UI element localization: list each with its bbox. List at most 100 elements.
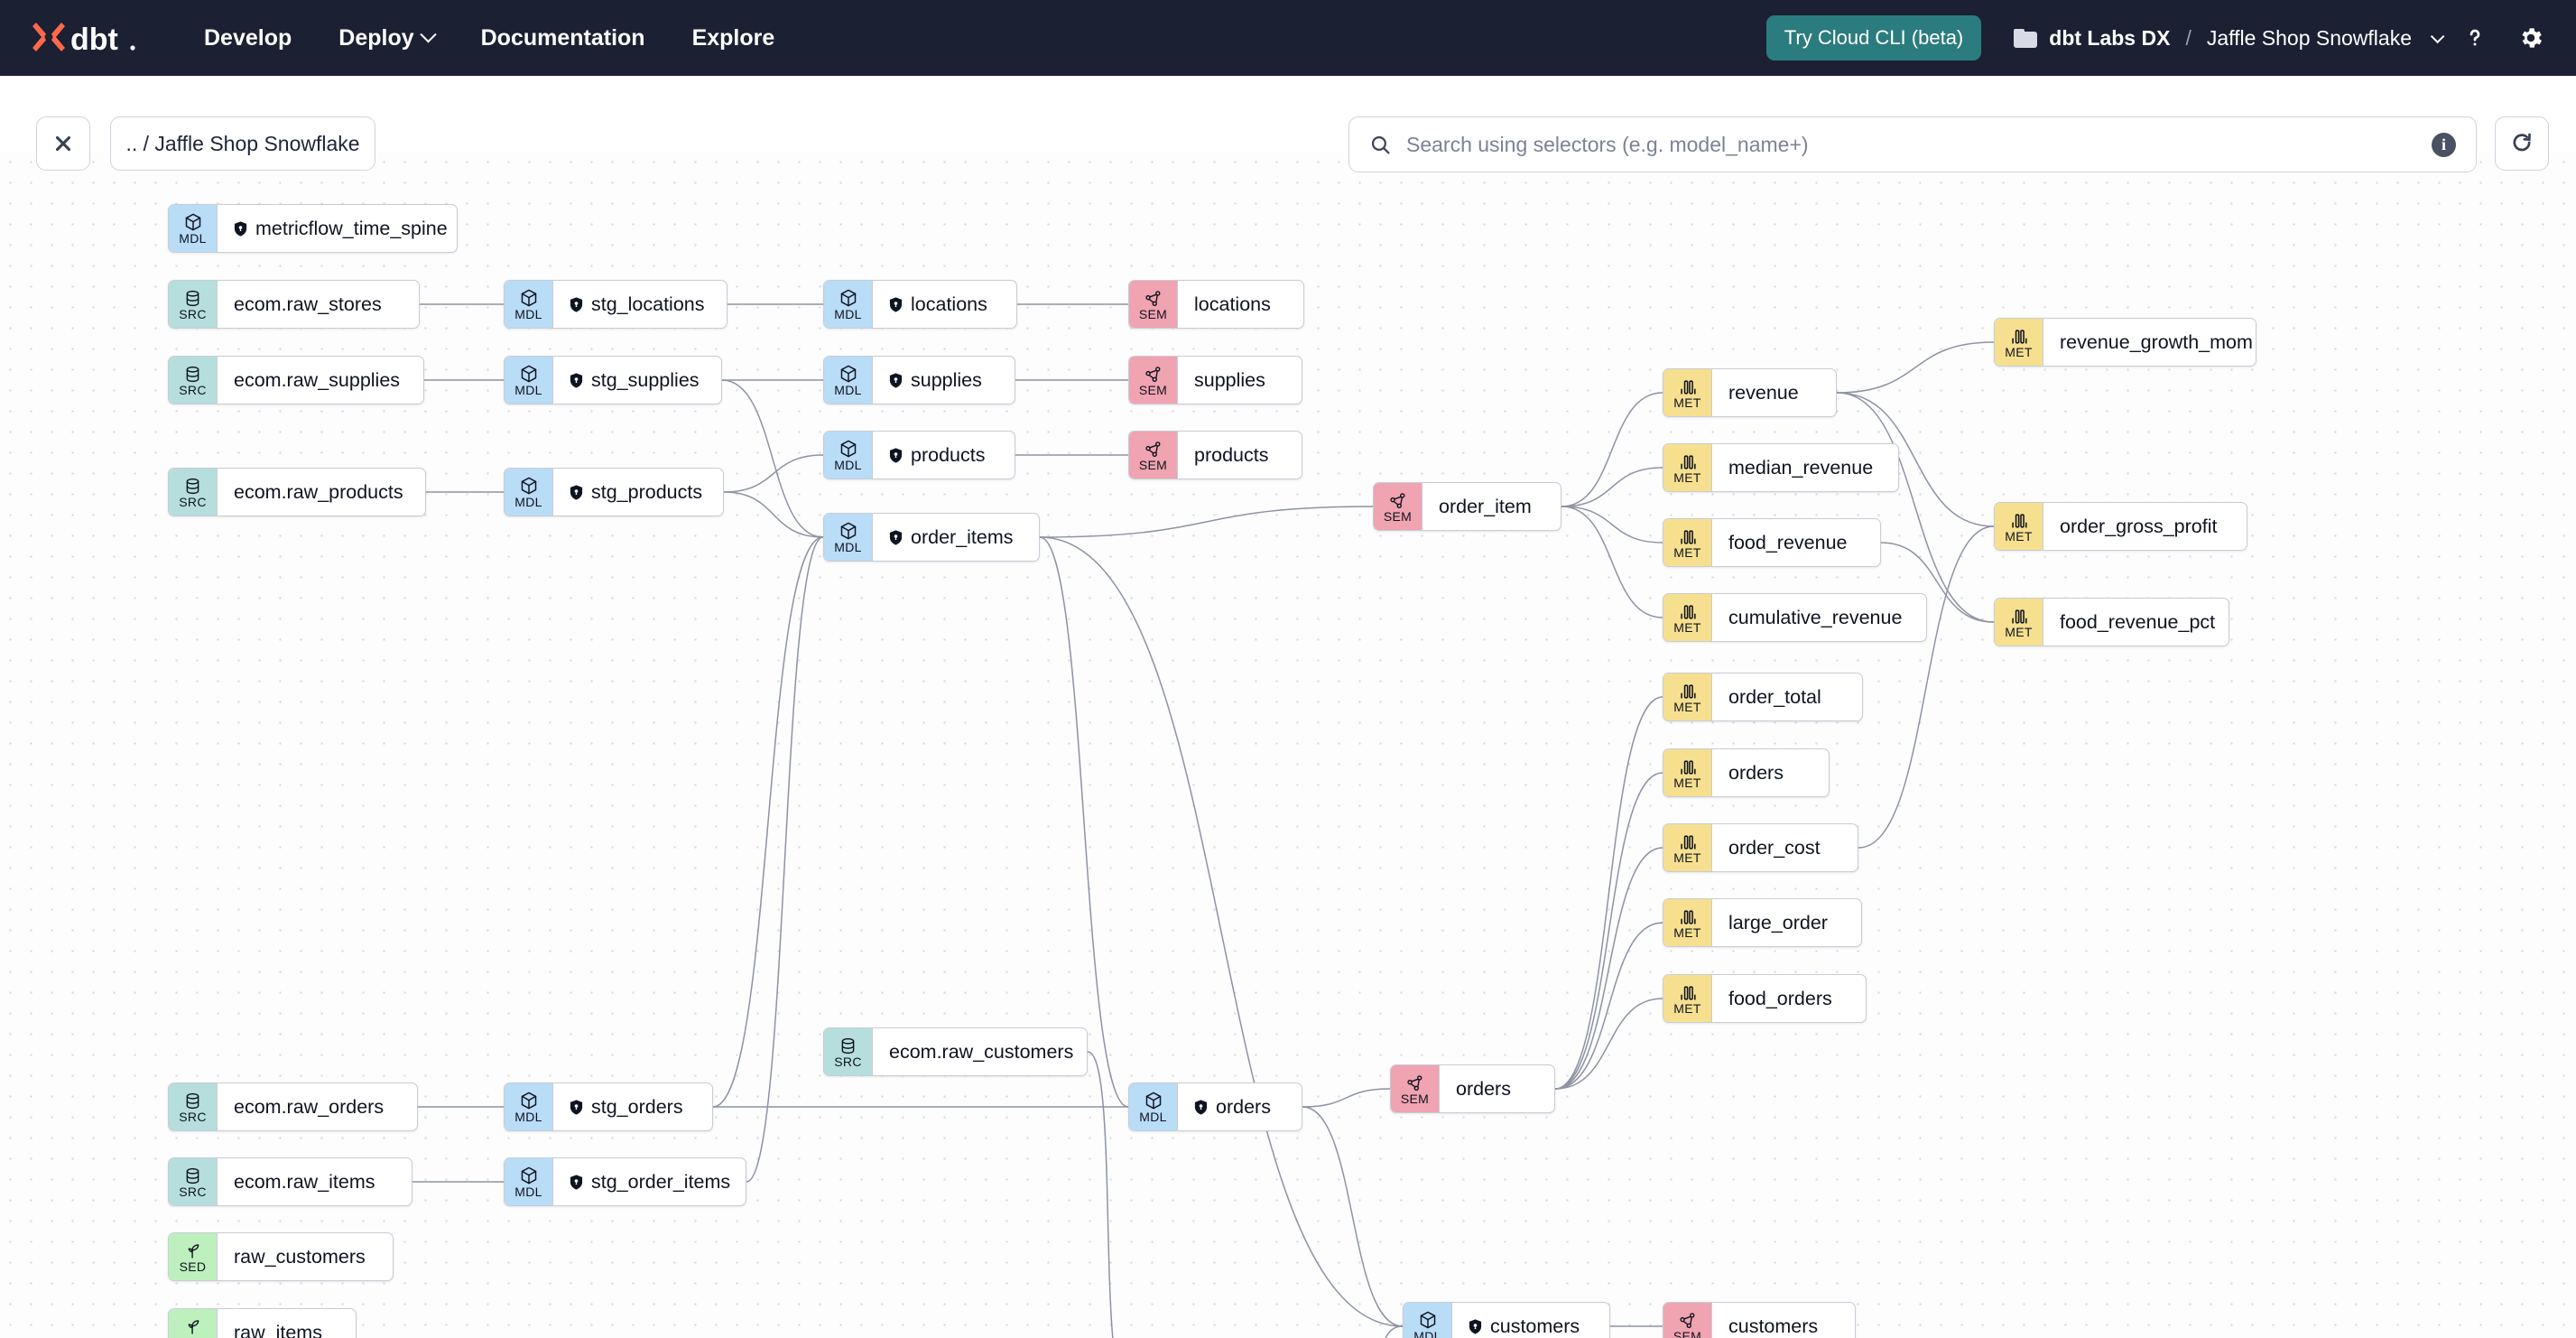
shield-icon — [1469, 1318, 1482, 1334]
node-type-label: MDL — [834, 382, 862, 397]
dag-node-met_revenue[interactable]: MET revenue — [1663, 368, 1837, 417]
refresh-button[interactable] — [2495, 116, 2549, 171]
node-type-badge-mdl: MDL — [824, 281, 873, 328]
dag-edge — [1385, 1325, 1404, 1338]
cube-icon — [519, 364, 539, 384]
shield-icon — [1469, 1318, 1482, 1334]
nav-link-documentation[interactable]: Documentation — [458, 16, 669, 60]
dag-node-met_food_orders[interactable]: MET food_orders — [1663, 974, 1867, 1023]
dag-node-src_items[interactable]: SRC ecom.raw_items — [168, 1157, 412, 1206]
dag-node-sem_orders[interactable]: SEM orders — [1390, 1064, 1555, 1113]
dag-edge — [1836, 392, 1995, 623]
bar-chart-icon — [1678, 832, 1698, 851]
dag-node-mdl_products[interactable]: MDL products — [823, 431, 1015, 479]
node-label-wrap: orders — [1712, 749, 1802, 796]
nav-link-deploy[interactable]: Deploy — [315, 16, 457, 60]
dag-node-stg_supplies[interactable]: MDL stg_supplies — [504, 356, 722, 404]
dag-node-met_food_revenue[interactable]: MET food_revenue — [1663, 518, 1881, 567]
node-type-label: SEM — [1138, 382, 1168, 397]
node-label: stg_order_items — [591, 1170, 731, 1193]
node-type-badge-sem: SEM — [1129, 357, 1178, 404]
shield-icon — [889, 447, 903, 463]
database-icon — [183, 364, 202, 384]
dag-edge — [1836, 341, 1995, 394]
dag-node-src_supplies[interactable]: SRC ecom.raw_supplies — [168, 356, 424, 404]
dag-node-stg_order_items[interactable]: MDL stg_order_items — [504, 1157, 746, 1206]
breadcrumb-project[interactable]: Jaffle Shop Snowflake — [2206, 25, 2412, 50]
dag-node-sem_products[interactable]: SEM products — [1128, 431, 1302, 479]
shield-icon — [889, 296, 903, 312]
node-label: stg_orders — [591, 1095, 683, 1118]
cube-icon — [1418, 1310, 1438, 1330]
dag-edge — [1302, 1106, 1404, 1327]
search-input[interactable] — [1406, 132, 2417, 157]
cube-icon — [519, 476, 539, 496]
dbt-logo[interactable]: dbt — [31, 17, 137, 59]
node-label: orders — [1456, 1077, 1511, 1100]
shield-icon — [234, 220, 247, 237]
dag-node-met_revenue_growth_mom[interactable]: MET revenue_growth_mom — [1994, 318, 2256, 367]
node-label-wrap: median_revenue — [1712, 444, 1891, 491]
dag-node-met_cumulative_revenue[interactable]: MET cumulative_revenue — [1663, 593, 1927, 642]
try-cloud-cli-button[interactable]: Try Cloud CLI (beta) — [1765, 15, 1982, 60]
dag-node-src_products[interactable]: SRC ecom.raw_products — [168, 468, 426, 516]
dag-node-met_large_order[interactable]: MET large_order — [1663, 898, 1862, 947]
cube-icon — [839, 521, 858, 541]
dag-node-met_orders[interactable]: MET orders — [1663, 748, 1830, 797]
dag-node-met_order_cost[interactable]: MET order_cost — [1663, 823, 1858, 872]
node-type-label: SRC — [179, 382, 207, 397]
settings-button[interactable] — [2509, 16, 2553, 60]
node-label-wrap: metricflow_time_spine — [218, 205, 466, 252]
dag-node-src_customers[interactable]: SRC ecom.raw_customers — [823, 1027, 1088, 1076]
help-button[interactable] — [2453, 16, 2497, 60]
dag-node-sed_raw_items[interactable]: SED raw_items — [168, 1308, 357, 1338]
node-label: food_revenue_pct — [2060, 610, 2216, 633]
lineage-graph-canvas[interactable]: MDL metricflow_time_spine SRC ecom.raw_s… — [0, 152, 2576, 1338]
dag-node-mdl_orders[interactable]: MDL orders — [1128, 1082, 1302, 1131]
dag-node-met_order_gross_profit[interactable]: MET order_gross_profit — [1994, 502, 2247, 551]
dag-node-mdl_locations[interactable]: MDL locations — [823, 280, 1017, 329]
breadcrumb-path-chip[interactable]: .. / Jaffle Shop Snowflake — [110, 116, 375, 171]
close-button[interactable] — [36, 116, 90, 171]
node-type-badge-met: MET — [1663, 444, 1712, 491]
chevron-down-icon[interactable] — [2430, 29, 2445, 43]
node-label: locations — [1194, 293, 1271, 315]
dag-node-metricflow_time_spine[interactable]: MDL metricflow_time_spine — [168, 204, 458, 253]
dag-node-mdl_order_items[interactable]: MDL order_items — [823, 513, 1040, 562]
node-label: order_items — [911, 525, 1014, 548]
dag-node-src_orders[interactable]: SRC ecom.raw_orders — [168, 1082, 418, 1131]
node-label-wrap: ecom.raw_orders — [218, 1083, 402, 1130]
breadcrumb-account[interactable]: dbt Labs DX — [2049, 25, 2171, 50]
node-label: supplies — [1194, 368, 1265, 391]
node-type-label: SED — [179, 1259, 207, 1274]
shield-icon — [889, 296, 903, 312]
nav-link-develop[interactable]: Develop — [181, 16, 315, 60]
shield-icon — [1194, 1099, 1208, 1115]
dag-node-sem_supplies[interactable]: SEM supplies — [1128, 356, 1302, 404]
node-label: ecom.raw_supplies — [234, 368, 401, 391]
dag-node-mdl_supplies[interactable]: MDL supplies — [823, 356, 1015, 404]
dag-node-src_stores[interactable]: SRC ecom.raw_stores — [168, 280, 420, 329]
search-bar[interactable]: i — [1348, 116, 2477, 172]
node-label: orders — [1216, 1095, 1271, 1118]
dag-node-mdl_customers[interactable]: MDL customers — [1403, 1302, 1610, 1338]
dag-node-stg_orders[interactable]: MDL stg_orders — [504, 1082, 713, 1131]
seedling-icon — [183, 1240, 202, 1260]
dag-node-stg_products[interactable]: MDL stg_products — [504, 468, 724, 516]
dag-node-sem_locations[interactable]: SEM locations — [1128, 280, 1304, 329]
nav-link-explore[interactable]: Explore — [669, 16, 799, 60]
dag-node-sed_raw_customers[interactable]: SED raw_customers — [168, 1232, 394, 1281]
dag-edge — [721, 379, 824, 538]
dag-node-stg_locations[interactable]: MDL stg_locations — [504, 280, 727, 329]
dag-node-met_median_revenue[interactable]: MET median_revenue — [1663, 443, 1899, 492]
nav-link-develop-label: Develop — [204, 24, 292, 51]
dag-node-sem_order_item[interactable]: SEM order_item — [1373, 482, 1561, 531]
dag-node-sem_customers[interactable]: SEM customers — [1663, 1302, 1856, 1338]
info-icon[interactable]: i — [2432, 132, 2456, 157]
node-type-label: MDL — [514, 306, 542, 321]
bar-chart-icon — [1678, 601, 1698, 621]
dag-node-met_order_total[interactable]: MET order_total — [1663, 673, 1863, 721]
bar-chart-icon — [1678, 526, 1698, 546]
dag-node-met_food_revenue_pct[interactable]: MET food_revenue_pct — [1994, 598, 2229, 646]
node-type-label: MDL — [179, 230, 207, 246]
